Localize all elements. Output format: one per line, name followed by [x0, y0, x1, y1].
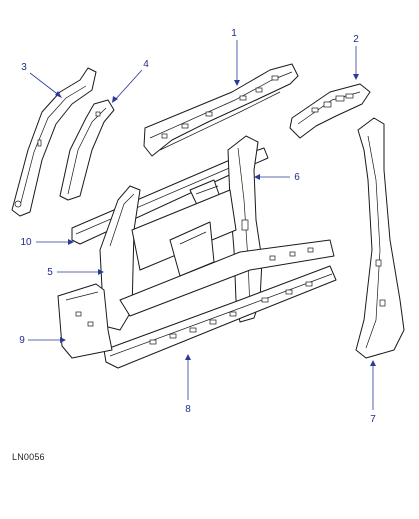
leader-7-arrowhead: [370, 360, 376, 366]
leader-4-arrowhead: [112, 96, 118, 103]
diagram-reference-code: LN0056: [12, 452, 45, 462]
callout-8: 8: [185, 404, 191, 415]
leader-2-arrowhead: [353, 74, 359, 80]
leader-1-arrowhead: [234, 80, 240, 86]
callout-7: 7: [370, 414, 376, 425]
leader-lines: [28, 40, 376, 410]
leader-3-arrowhead: [55, 91, 62, 98]
callout-10: 10: [20, 237, 32, 248]
part-9-lower-front-panel: [57, 283, 113, 359]
part-7-c-pillar: [355, 117, 405, 359]
leader-5-arrowhead: [98, 269, 104, 275]
callout-6: 6: [294, 172, 300, 183]
leader-10-arrowhead: [68, 239, 74, 245]
callout-3: 3: [21, 62, 27, 73]
callout-numbers: 1 2 3 4 5 6 7 8 9 10: [19, 28, 376, 425]
part-4-a-pillar-inner: [59, 99, 115, 201]
callout-5: 5: [47, 267, 53, 278]
callout-9: 9: [19, 335, 25, 346]
leader-8-arrowhead: [185, 354, 191, 360]
leader-3: [29, 72, 61, 97]
leader-6-arrowhead: [254, 174, 260, 180]
part-3-a-pillar-outer: [11, 67, 97, 217]
callout-4: 4: [143, 59, 149, 70]
part-5-inner-panel: [99, 185, 335, 331]
part-8-sill: [103, 265, 337, 369]
callout-1: 1: [231, 28, 237, 39]
leader-4: [113, 69, 143, 102]
part-1-roof-side-rail: [143, 63, 299, 157]
part-2-rear-roof-corner: [289, 83, 371, 139]
callout-2: 2: [353, 34, 359, 45]
leader-9-arrowhead: [60, 337, 66, 343]
